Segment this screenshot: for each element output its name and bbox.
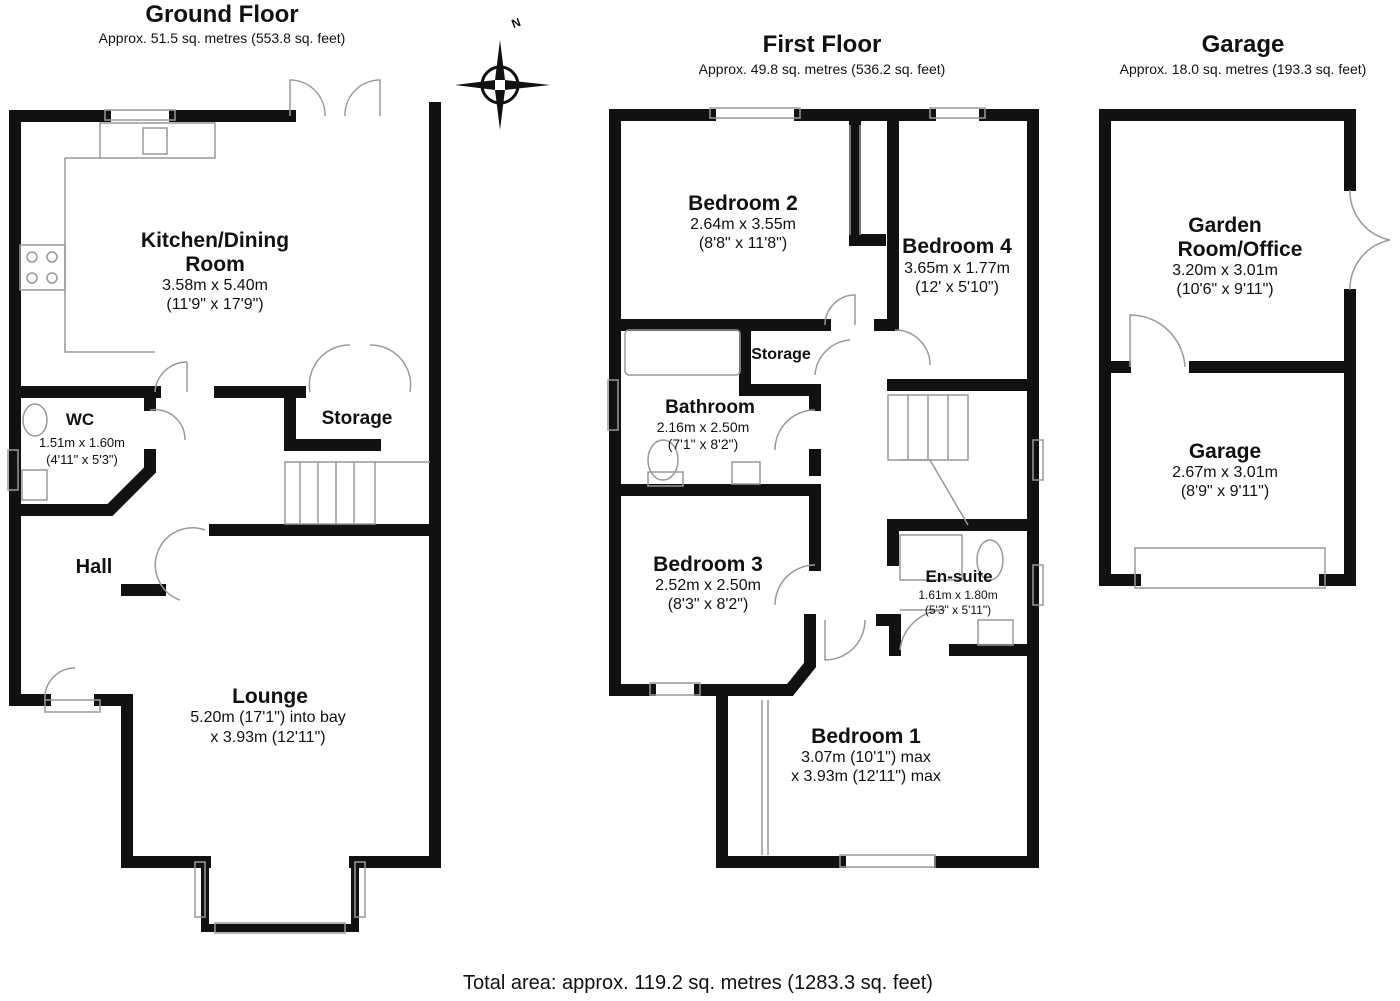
- ground-floor-title: Ground Floor: [145, 1, 299, 28]
- ensuite-imperial: (5'3" x 5'11"): [924, 603, 992, 617]
- first-floor-walls: [609, 109, 1039, 868]
- garage-title: Garage: [1201, 31, 1285, 58]
- lounge-line2: x 3.93m (12'11"): [210, 729, 326, 746]
- storage-ground-name: Storage: [321, 408, 393, 429]
- bedroom2-imperial: (8'8" x 11'8"): [698, 235, 788, 252]
- bedroom3-metric: 2.52m x 2.50m: [655, 577, 761, 594]
- bedroom1-line2: x 3.93m (12'11") max: [791, 768, 941, 785]
- ground-floor-walls: [9, 102, 441, 932]
- ground-floor-area: Approx. 51.5 sq. metres (553.8 sq. feet): [98, 30, 346, 46]
- garden-room-imperial: (10'6" x 9'11"): [1176, 281, 1274, 298]
- garage-fixtures: [1129, 189, 1391, 589]
- garage-walls: [1099, 109, 1356, 586]
- hall-name: Hall: [75, 556, 113, 578]
- garage-metric: 2.67m x 3.01m: [1172, 464, 1278, 481]
- ensuite-name: En-suite: [925, 567, 993, 586]
- kitchen-imperial: (11'9" x 17'9"): [166, 296, 264, 313]
- first-floor-area: Approx. 49.8 sq. metres (536.2 sq. feet): [698, 61, 946, 77]
- compass-icon: [455, 40, 550, 130]
- total-area: Total area: approx. 119.2 sq. metres (12…: [463, 972, 933, 994]
- garage-name: Garage: [1188, 440, 1262, 463]
- bathroom-imperial: (7'1" x 8'2"): [667, 436, 739, 452]
- lounge-line1: 5.20m (17'1") into bay: [190, 709, 346, 726]
- bedroom4-imperial: (12' x 5'10"): [915, 279, 999, 296]
- bedroom4-name: Bedroom 4: [902, 235, 1012, 258]
- bedroom2-metric: 2.64m x 3.55m: [690, 216, 796, 233]
- bedroom3-imperial: (8'3" x 8'2"): [667, 596, 749, 613]
- kitchen-metric: 3.58m x 5.40m: [162, 277, 268, 294]
- first-floor-title: First Floor: [762, 31, 882, 58]
- bedroom1-line1: 3.07m (10'1") max: [801, 749, 931, 766]
- garden-room-metric: 3.20m x 3.01m: [1172, 262, 1278, 279]
- wc-name: WC: [65, 410, 95, 429]
- bedroom3-name: Bedroom 3: [653, 553, 763, 576]
- bathroom-name: Bathroom: [665, 397, 755, 418]
- bathroom-metric: 2.16m x 2.50m: [656, 419, 750, 435]
- garage-area: Approx. 18.0 sq. metres (193.3 sq. feet): [1119, 61, 1367, 77]
- first-floor-fixtures: [607, 107, 1044, 868]
- bedroom1-name: Bedroom 1: [811, 725, 921, 748]
- bedroom2-name: Bedroom 2: [688, 192, 798, 215]
- wc-imperial: (4'11" x 5'3"): [46, 452, 118, 467]
- bedroom4-metric: 3.65m x 1.77m: [904, 260, 1010, 277]
- wc-metric: 1.51m x 1.60m: [39, 435, 125, 450]
- garage-imperial: (8'9" x 9'11"): [1180, 483, 1270, 500]
- garden-room-name-1: Garden: [1188, 214, 1262, 237]
- kitchen-name-1: Kitchen/Dining: [140, 229, 290, 252]
- ground-floor-fixtures: [7, 79, 430, 934]
- lounge-name: Lounge: [232, 685, 308, 708]
- garden-room-name-2: Room/Office: [1177, 238, 1303, 261]
- storage-first-name: Storage: [751, 346, 811, 363]
- ensuite-metric: 1.61m x 1.80m: [918, 588, 998, 602]
- kitchen-name-2: Room: [185, 253, 245, 276]
